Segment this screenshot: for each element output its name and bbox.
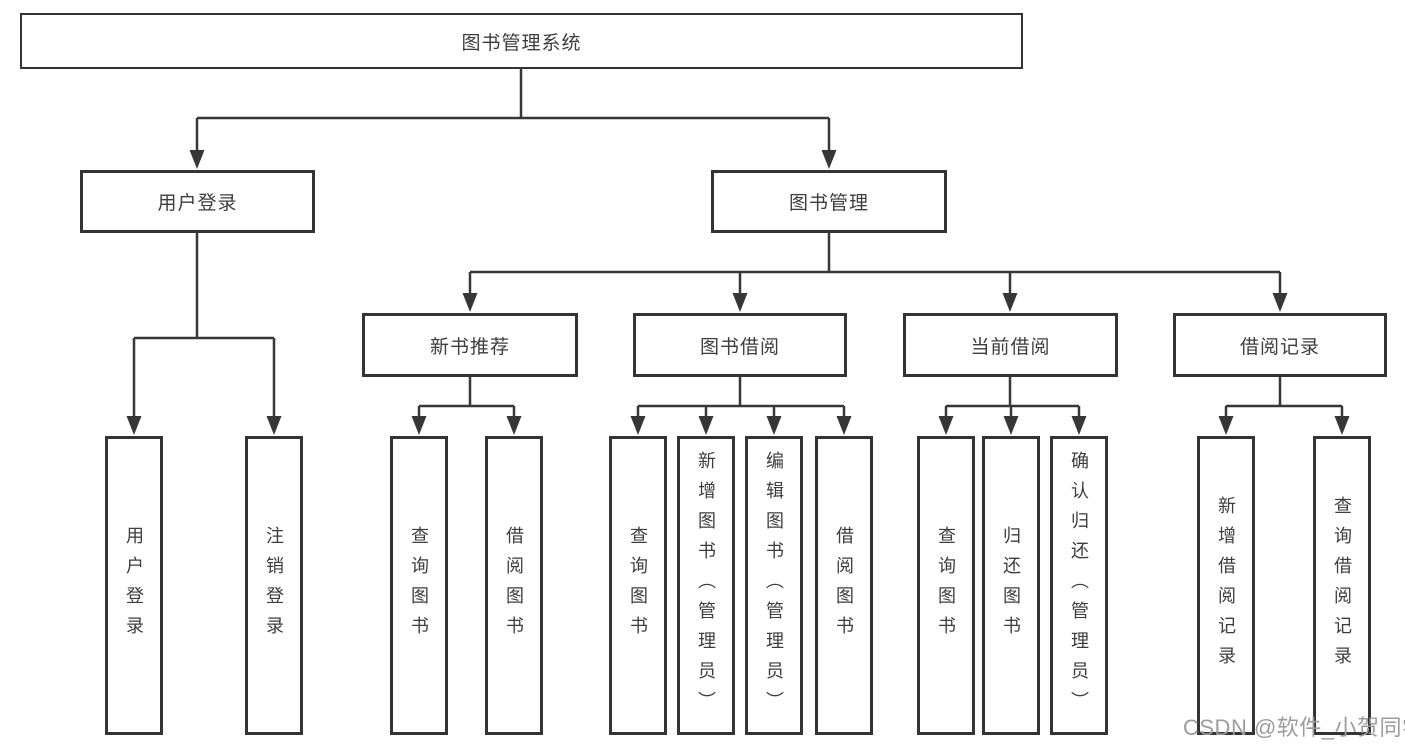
leaf-user-login: 用户登录 <box>105 436 163 735</box>
leaf-query-books-borrow: 查询图书 <box>609 436 667 735</box>
leaf-logout: 注销登录 <box>245 436 303 735</box>
node-library-system: 图书管理系统 <box>20 13 1023 69</box>
node-book-borrow: 图书借阅 <box>633 313 847 377</box>
leaf-query-borrow-record: 查询借阅记录 <box>1313 436 1371 735</box>
leaf-query-books-recommend: 查询图书 <box>390 436 448 735</box>
node-current-borrow: 当前借阅 <box>903 313 1118 377</box>
watermark: CSDN @软件_小贺同学 <box>1183 715 1405 740</box>
leaf-borrow-books-recommend: 借阅图书 <box>485 436 543 735</box>
node-new-book-recommend: 新书推荐 <box>362 313 578 377</box>
leaf-add-book-admin: 新增图书（管理员） <box>677 436 735 735</box>
leaf-confirm-return-admin: 确认归还（管理员） <box>1050 436 1108 735</box>
node-book-management: 图书管理 <box>711 170 947 233</box>
leaf-add-borrow-record: 新增借阅记录 <box>1197 436 1255 735</box>
leaf-edit-book-admin: 编辑图书（管理员） <box>745 436 803 735</box>
node-user-login: 用户登录 <box>80 170 315 233</box>
leaf-return-book: 归还图书 <box>982 436 1040 735</box>
node-borrow-records: 借阅记录 <box>1173 313 1387 377</box>
leaf-query-books-current: 查询图书 <box>917 436 975 735</box>
leaf-borrow-books-borrow: 借阅图书 <box>815 436 873 735</box>
